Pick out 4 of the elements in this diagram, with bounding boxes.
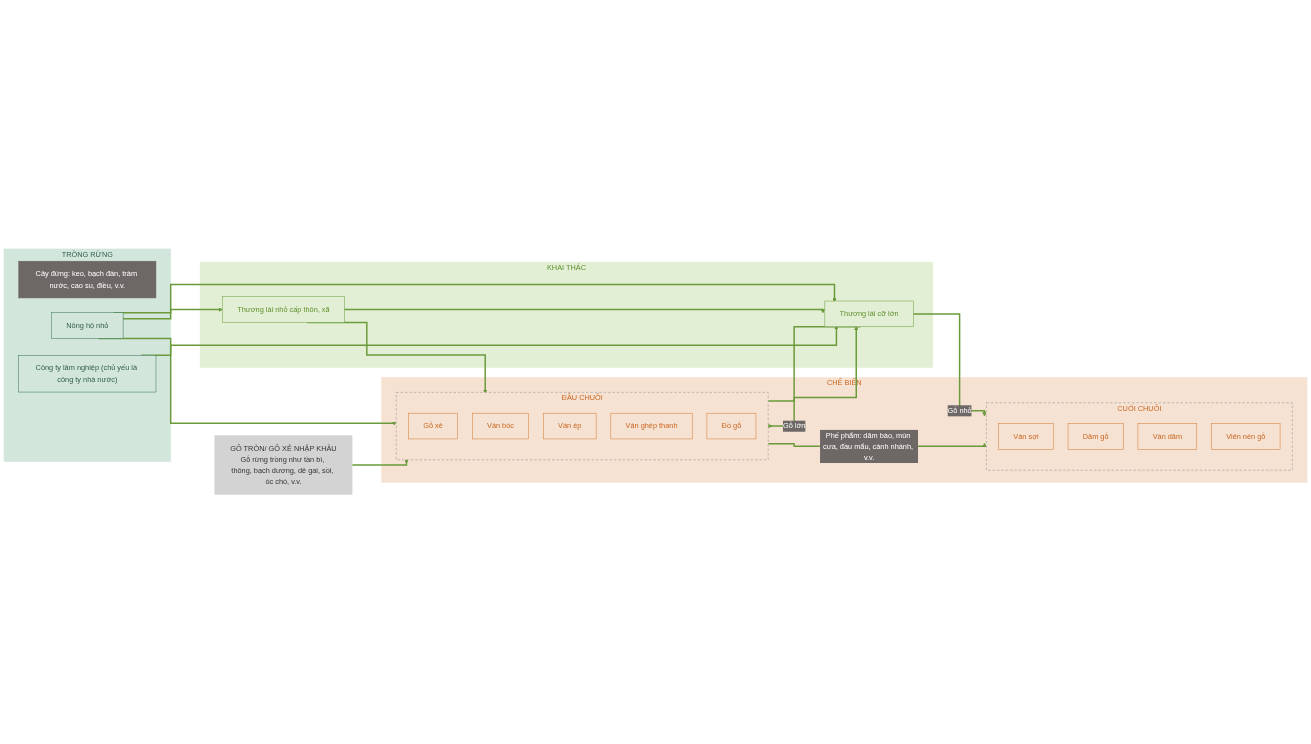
arrow: [343, 309, 826, 314]
arrow: [122, 307, 223, 320]
arrow: [767, 326, 859, 403]
arrow: [912, 313, 987, 417]
